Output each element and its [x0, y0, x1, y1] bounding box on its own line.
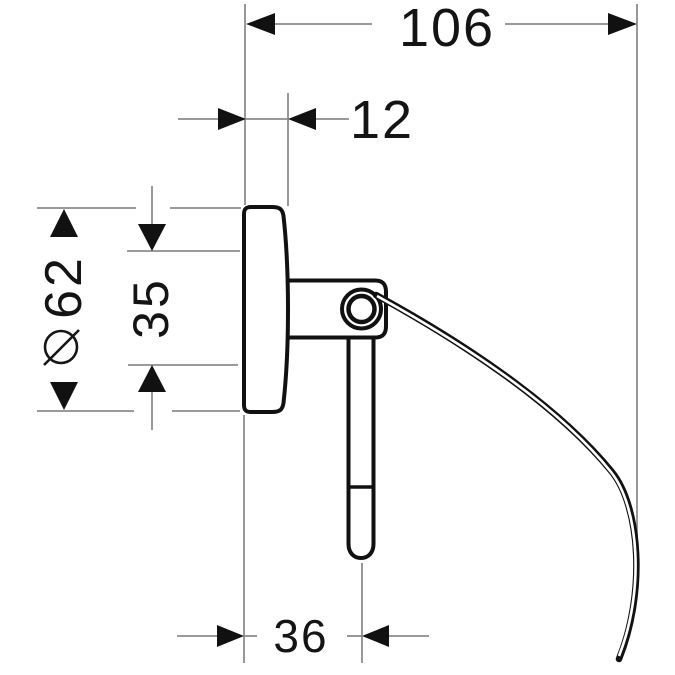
dimension-label-106: 106 — [398, 0, 496, 58]
dimension-106 — [244, 4, 638, 538]
diameter-symbol-icon — [43, 329, 80, 366]
arrow-left-icon — [362, 625, 389, 647]
pivot-inner-ring — [346, 293, 377, 325]
dimension-label-35: 35 — [123, 277, 179, 339]
wall-plate — [242, 205, 290, 414]
dimension-label-36: 36 — [273, 610, 329, 662]
roll-holder-rod — [346, 334, 376, 560]
pivot-fill — [339, 287, 384, 331]
dimension-diameter-62 — [37, 207, 241, 412]
arrow-right-icon — [218, 108, 246, 130]
arrow-down-icon — [138, 224, 166, 251]
arrow-down-icon — [50, 382, 78, 410]
pivot-circle — [339, 287, 384, 331]
fixture-outline — [242, 205, 640, 663]
arrow-right-icon — [217, 625, 244, 647]
arrow-right-icon — [608, 13, 637, 35]
wire-outer — [372, 291, 640, 663]
arrow-up-icon — [138, 365, 166, 392]
pivot-outer-ring — [340, 287, 383, 331]
dimension-label-62: 62 — [35, 255, 93, 319]
arrow-up-icon — [50, 209, 78, 237]
dimension-label-12: 12 — [349, 90, 415, 150]
dimension-35 — [127, 186, 240, 430]
wire-core — [376, 294, 637, 657]
dimension-36 — [177, 415, 429, 663]
spring-wire-guard — [372, 291, 640, 663]
arrow-left-icon — [288, 108, 316, 130]
arrow-left-icon — [246, 13, 275, 35]
dimension-12 — [178, 93, 349, 206]
